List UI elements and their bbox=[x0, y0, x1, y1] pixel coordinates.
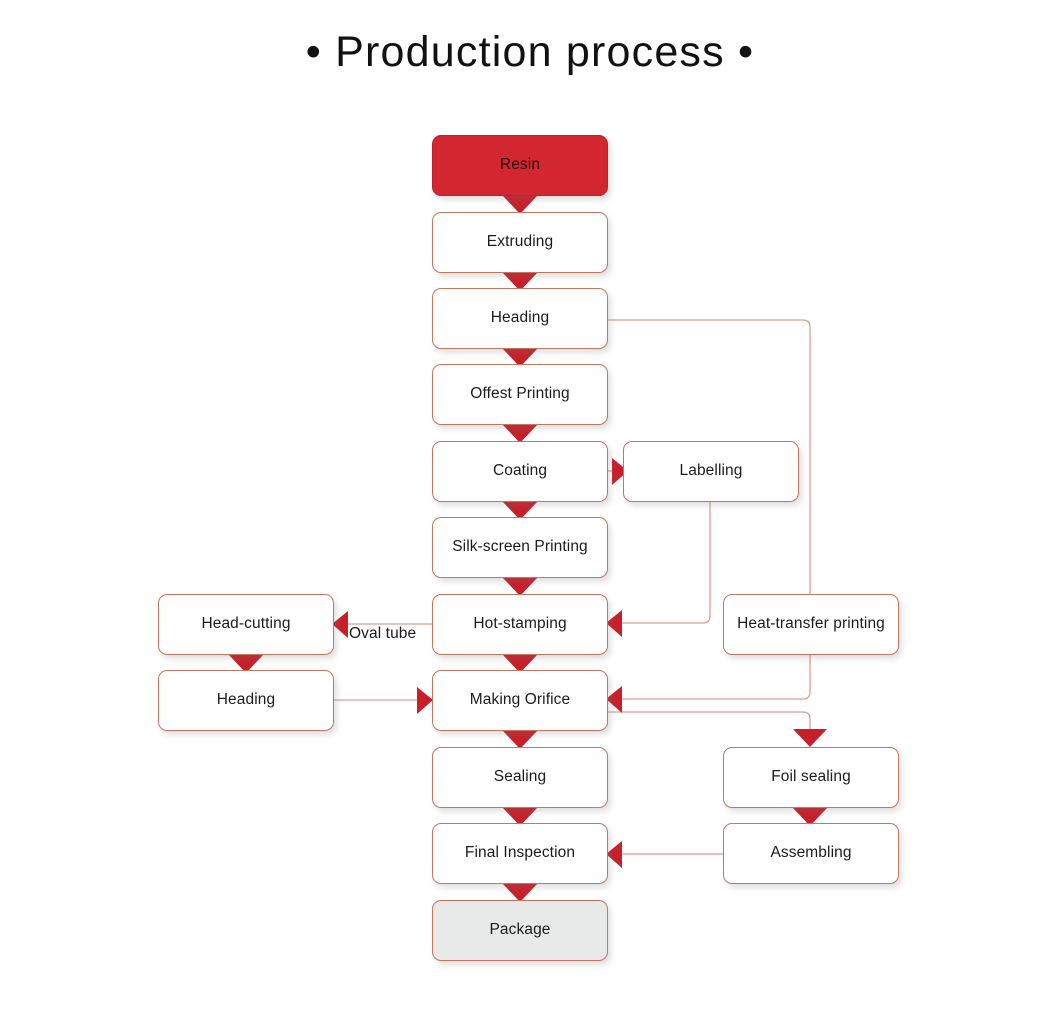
node-making-orifice[interactable]: Making Orifice bbox=[432, 670, 608, 731]
node-foil-sealing[interactable]: Foil sealing bbox=[723, 747, 899, 808]
node-label: Hot-stamping bbox=[473, 615, 567, 633]
node-hot-stamping[interactable]: Hot-stamping bbox=[432, 594, 608, 655]
node-final-inspection[interactable]: Final Inspection bbox=[432, 823, 608, 884]
node-heading-main[interactable]: Heading bbox=[432, 288, 608, 349]
node-label: Heading bbox=[490, 309, 550, 327]
arrowhead-right-to-making-orifice bbox=[417, 687, 433, 714]
node-sealing[interactable]: Sealing bbox=[432, 747, 608, 808]
node-label: Foil sealing bbox=[771, 768, 851, 786]
node-coating[interactable]: Coating bbox=[432, 441, 608, 502]
node-head-cutting[interactable]: Head-cutting bbox=[158, 594, 334, 655]
node-label: Heat-transfer printing bbox=[737, 615, 885, 633]
edge-making-orifice-to-foil-sealing bbox=[608, 711, 811, 742]
node-heading-left[interactable]: Heading bbox=[158, 670, 334, 731]
arrowhead-left-into-final-inspection bbox=[606, 841, 622, 868]
node-label: Coating bbox=[492, 462, 548, 480]
node-package[interactable]: Package bbox=[432, 900, 608, 961]
node-resin[interactable]: Resin bbox=[432, 135, 608, 196]
node-silk-screen-printing[interactable]: Silk-screen Printing bbox=[432, 517, 608, 578]
edge-label-oval-tube: Oval tube bbox=[349, 625, 417, 642]
node-label: Final Inspection bbox=[464, 844, 576, 862]
node-label: Package bbox=[489, 921, 551, 939]
arrowhead-down-to-foil-sealing bbox=[793, 729, 827, 747]
page-title: • Production process • bbox=[305, 28, 755, 76]
edge-heat-transfer-to-making-orifice bbox=[622, 655, 811, 700]
arrowhead-left-into-hot-stamping bbox=[606, 610, 622, 637]
node-label: Labelling bbox=[679, 462, 743, 480]
node-heat-transfer-printing[interactable]: Heat-transfer printing bbox=[723, 594, 899, 655]
node-label: Heading bbox=[216, 691, 276, 709]
node-offest-printing[interactable]: Offest Printing bbox=[432, 364, 608, 425]
node-label: Extruding bbox=[486, 233, 554, 251]
node-label: Making Orifice bbox=[469, 691, 571, 709]
node-labelling[interactable]: Labelling bbox=[623, 441, 799, 502]
node-label: Silk-screen Printing bbox=[452, 538, 588, 556]
node-assembling[interactable]: Assembling bbox=[723, 823, 899, 884]
node-label: Offest Printing bbox=[470, 385, 570, 403]
arrowhead-left-into-head-cutting bbox=[332, 611, 348, 638]
node-label: Sealing bbox=[493, 768, 547, 786]
node-extruding[interactable]: Extruding bbox=[432, 212, 608, 273]
arrowhead-left-into-making-orifice bbox=[606, 686, 622, 713]
node-label: Assembling bbox=[770, 844, 852, 862]
node-label: Resin bbox=[499, 156, 541, 174]
node-label: Head-cutting bbox=[201, 615, 291, 633]
edge-labelling-to-hot-stamping bbox=[622, 502, 711, 624]
